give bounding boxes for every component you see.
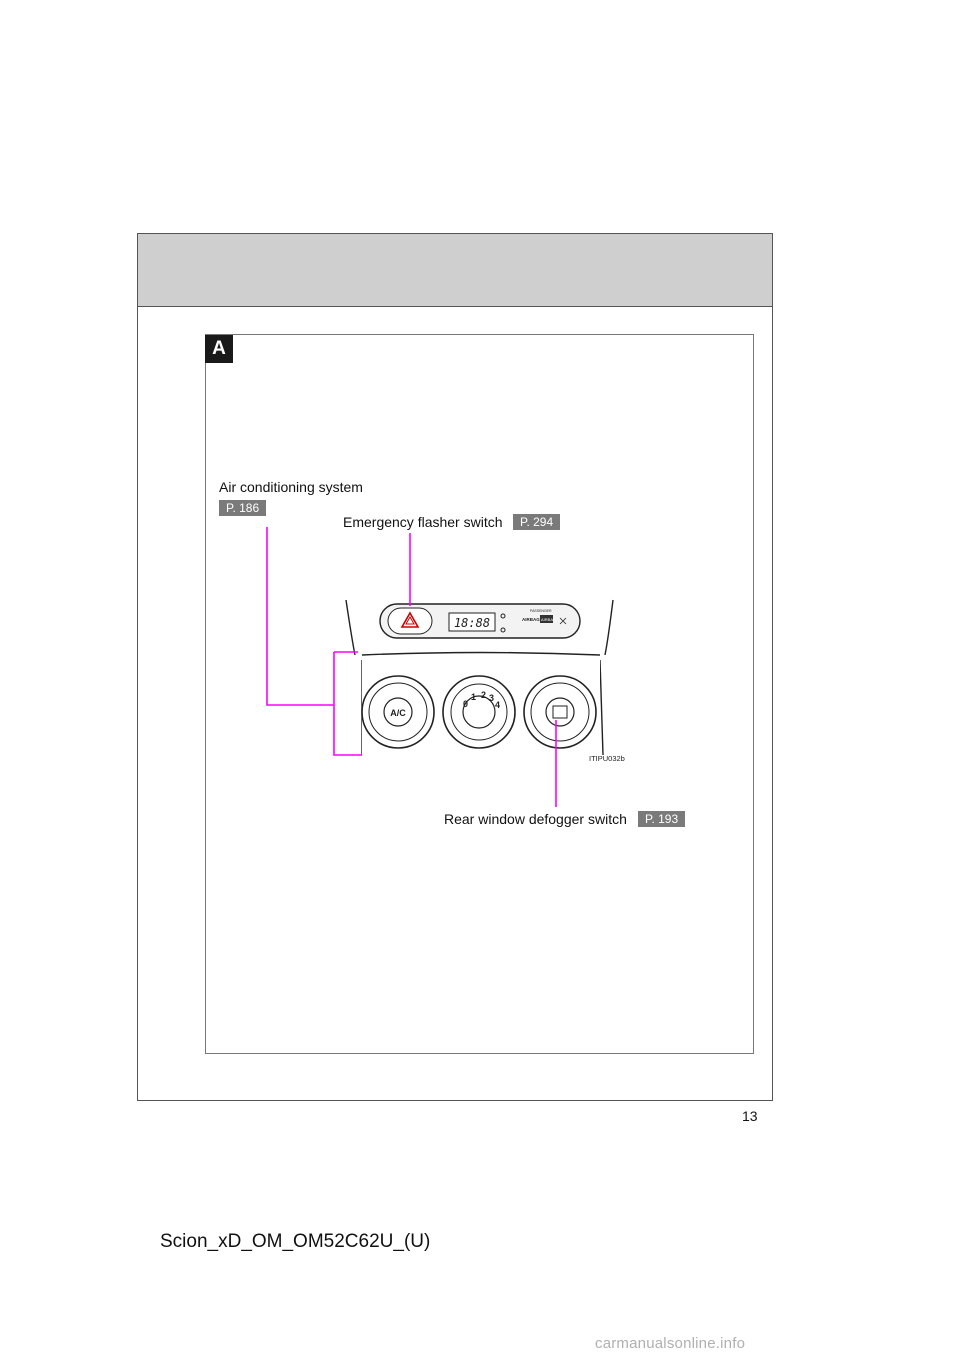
- watermark: carmanualsonline.info: [595, 1335, 746, 1352]
- header-band: [138, 234, 772, 307]
- fan-speed-0: 0: [463, 699, 468, 709]
- clock-frame: [448, 612, 496, 632]
- figure-box: [205, 334, 754, 1054]
- section-tab: A: [205, 335, 233, 363]
- callout-lines: [266, 527, 557, 807]
- figure-code: ITIPU032b: [589, 754, 625, 763]
- air-conditioning-label: Air conditioning system: [219, 479, 363, 495]
- air-conditioning-page-ref[interactable]: P. 186: [219, 500, 267, 516]
- fan-speed-1: 1: [471, 692, 476, 702]
- rear-defogger-label: Rear window defogger switch: [444, 811, 627, 827]
- ac-button-label: A/C: [390, 708, 406, 718]
- airbag-off-label: AIRBAG OFF: [522, 617, 550, 622]
- fan-speed-2: 2: [481, 690, 486, 700]
- page-frame: [137, 233, 773, 1101]
- emergency-flasher-label: Emergency flasher switch: [343, 514, 503, 530]
- airbag-on-label: AIRBAG ON: [541, 617, 563, 622]
- page-number: 13: [742, 1108, 758, 1124]
- defogger-icon: [552, 705, 568, 719]
- fan-speed-4: 4: [495, 700, 500, 710]
- emergency-flasher-page-ref[interactable]: P. 294: [513, 514, 561, 530]
- fan-speed-3: 3: [489, 693, 494, 703]
- rear-defogger-page-ref[interactable]: P. 193: [638, 811, 686, 827]
- passenger-label: PASSENGER: [530, 609, 552, 613]
- clock-display: 18:88: [454, 616, 490, 630]
- footer-code: Scion_xD_OM_OM52C62U_(U): [160, 1231, 431, 1252]
- hazard-triangle-icon: [400, 611, 420, 628]
